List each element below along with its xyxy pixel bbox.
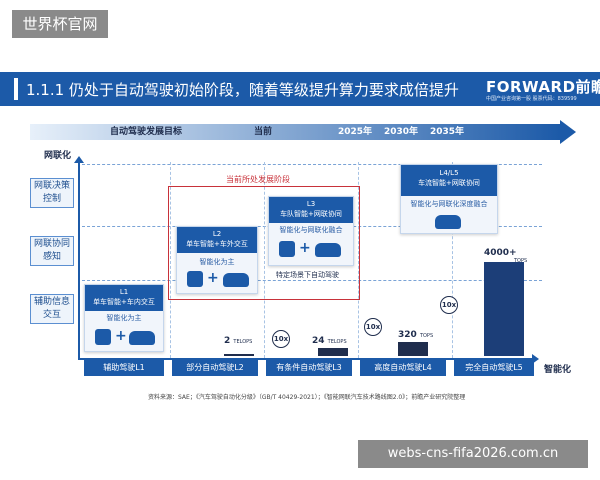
row-label-decision: 网联决策控制: [30, 178, 74, 208]
level-l3: 有条件自动驾驶L3: [266, 360, 352, 376]
driver-icon: [95, 329, 111, 345]
compute-bar-l3: [318, 348, 348, 356]
card-l1-desc: 单车智能+车内交互: [93, 298, 155, 306]
card-l3-sub: 智能化与网联化融合: [279, 226, 343, 234]
timeline-year-2035: 2035年: [430, 127, 465, 137]
card-l2-header: L2 单车智能+车外交互: [177, 227, 257, 253]
x-axis-label: 智能化: [544, 365, 572, 375]
compute-label-l3: 24 TELOPS: [312, 336, 347, 346]
compute-unit-l2: TELOPS: [233, 339, 253, 345]
row-label-info: 辅助信息交互: [30, 294, 74, 324]
y-axis-arrow: [74, 156, 84, 163]
card-l2-sub: 智能化为主: [199, 258, 235, 266]
current-stage-box: [168, 186, 360, 300]
guide-line: [82, 280, 542, 281]
card-l3: L3 车队智能+网联协同 智能化与网联化融合 +: [268, 196, 354, 266]
plus-icon: +: [115, 328, 127, 344]
card-l2: L2 单车智能+车外交互 智能化为主 +: [176, 226, 258, 294]
compute-value-l5: 4000+: [484, 248, 517, 258]
car-icon: [129, 331, 155, 345]
compute-label-l5: 4000+: [484, 248, 517, 258]
current-stage-label: 当前所处发展阶段: [226, 175, 290, 184]
card-l4-l5: L4/L5 车流智能+网联协同 智能化与网联化深度融合: [400, 164, 498, 234]
multiplier-badge: 10x: [272, 330, 290, 348]
compute-label-l2: 2 TELOPS: [224, 336, 252, 346]
compute-unit-l5: TOPS: [514, 258, 528, 264]
compute-value-l2: 2: [224, 336, 231, 346]
card-l3-level: L3: [306, 200, 316, 208]
card-l4-l5-level: L4/L5: [439, 169, 459, 177]
card-l3-header: L3 车队智能+网联协同: [269, 197, 353, 223]
multiplier-badge: 10x: [440, 296, 458, 314]
guide-line: [170, 162, 171, 358]
special-scenario-note: 特定场景下自动驾驶: [276, 271, 339, 279]
card-l3-desc: 车队智能+网联协同: [280, 210, 342, 218]
plus-icon: +: [207, 270, 219, 286]
title-accent: [14, 78, 18, 100]
x-axis: [78, 358, 534, 360]
driver-icon: [187, 271, 203, 287]
driver-icon: [279, 241, 295, 257]
brand-subtitle: 中国产业咨询第一股 股票代码：839599: [486, 96, 577, 102]
y-axis-label: 网联化: [44, 151, 72, 161]
y-axis: [78, 162, 80, 360]
row-label-perception: 网联协同感知: [30, 236, 74, 266]
compute-value-l4: 320: [398, 330, 417, 340]
slide-title: 1.1.1 仍处于自动驾驶初始阶段，随着等级提升算力要求成倍提升: [26, 81, 459, 99]
timeline-year-2025: 2025年: [338, 127, 373, 137]
compute-value-l3: 24: [312, 336, 325, 346]
compute-bar-l4: [398, 342, 428, 356]
brand-logo: FORWARD前瞻: [486, 78, 600, 96]
car-icon: [315, 243, 341, 257]
compute-unit-l4: TOPS: [419, 333, 434, 339]
guide-line: [264, 162, 265, 358]
card-l1: L1 单车智能+车内交互 智能化为主 +: [84, 284, 164, 352]
card-l2-desc: 单车智能+车外交互: [186, 240, 248, 248]
watermark-bottom: webs-cns-fifa2026.com.cn: [358, 440, 588, 468]
card-l4-l5-desc: 车流智能+网联协同: [418, 179, 480, 187]
level-l5: 完全自动驾驶L5: [454, 360, 534, 376]
timeline-year-2030: 2030年: [384, 127, 419, 137]
card-l4-l5-sub: 智能化与网联化深度融合: [410, 200, 488, 208]
compute-bar-l5: [484, 262, 524, 356]
card-l4-l5-header: L4/L5 车流智能+网联协同: [401, 165, 497, 196]
car-icon: [223, 273, 249, 287]
card-l1-header: L1 单车智能+车内交互: [85, 285, 163, 311]
card-l1-sub: 智能化为主: [106, 314, 142, 322]
guide-line: [452, 162, 453, 358]
title-bar: [0, 72, 600, 106]
timeline-arrow-head: [560, 120, 576, 144]
card-l2-level: L2: [212, 230, 222, 238]
level-l2: 部分自动驾驶L2: [172, 360, 258, 376]
guide-line: [82, 164, 542, 165]
level-l1: 辅助驾驶L1: [84, 360, 164, 376]
card-l1-level: L1: [119, 288, 129, 296]
source-note: 资料来源：SAE；《汽车驾驶自动化分级》（GB/T 40429-2021）；《智…: [148, 394, 466, 401]
car-icon: [435, 215, 461, 229]
watermark-top: 世界杯官网: [12, 10, 108, 38]
compute-label-l4: 320 TOPS: [398, 330, 433, 340]
timeline-current: 当前: [254, 127, 273, 137]
level-l4: 高度自动驾驶L4: [360, 360, 446, 376]
multiplier-badge: 10x: [364, 318, 382, 336]
compute-bar-l2: [224, 354, 254, 356]
timeline-goal: 自动驾驶发展目标: [110, 127, 183, 137]
plus-icon: +: [299, 240, 311, 256]
timeline-arrow: [30, 124, 560, 140]
guide-line: [358, 162, 359, 358]
compute-unit-l3: TELOPS: [327, 339, 347, 345]
x-axis-arrow: [532, 354, 539, 364]
